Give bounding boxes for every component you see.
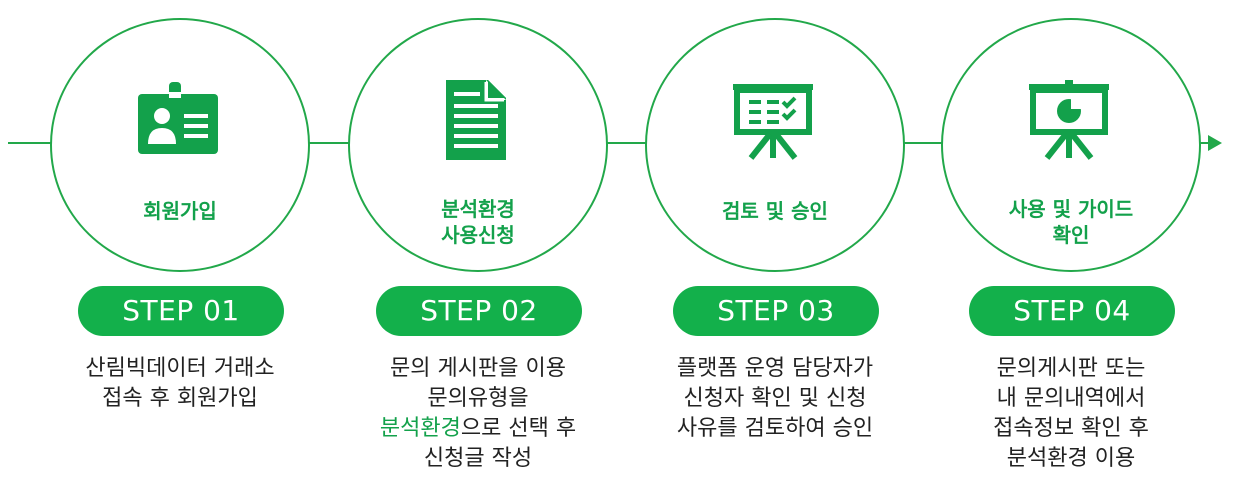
- step-2-desc-after: 으로 선택 후: [460, 416, 577, 441]
- step-1-desc-line-2: 접속 후 회원가입: [102, 386, 258, 411]
- presentation-checklist-icon: [733, 84, 813, 160]
- step-2-description: 문의 게시판을 이용 문의유형을 분석환경으로 선택 후 신청글 작성: [328, 354, 628, 474]
- step-2-pill: STEP 02: [376, 286, 582, 336]
- presentation-piechart-icon: [1029, 80, 1109, 160]
- step-1-pill: STEP 01: [78, 286, 284, 336]
- step-1-description: 산림빅데이터 거래소 접속 후 회원가입: [30, 354, 330, 414]
- timeline-line: [8, 142, 1213, 144]
- step-3-description: 플랫폼 운영 담당자가 신청자 확인 및 신청 사유를 검토하여 승인: [625, 354, 925, 444]
- step-3-desc-line-2: 신청자 확인 및 신청: [683, 386, 867, 411]
- timeline-arrow-head: [1208, 135, 1222, 151]
- step-2-desc-line-3: 분석환경으로 선택 후: [328, 414, 628, 444]
- step-3-desc-line-3: 사유를 검토하여 승인: [676, 416, 874, 441]
- document-icon: [446, 80, 506, 160]
- step-4-desc-line-3: 접속정보 확인 후: [993, 416, 1149, 441]
- id-card-icon: [138, 82, 218, 154]
- step-4-description: 문의게시판 또는 내 문의내역에서 접속정보 확인 후 분석환경 이용: [921, 354, 1221, 474]
- step-2-desc-line-1: 문의 게시판을 이용: [390, 356, 566, 381]
- step-2-desc-line-2: 문의유형을: [427, 386, 529, 411]
- step-4-desc-line-1: 문의게시판 또는: [996, 356, 1146, 381]
- step-4-pill: STEP 04: [969, 286, 1175, 336]
- step-3-pill: STEP 03: [673, 286, 879, 336]
- step-2-desc-highlight: 분석환경: [379, 416, 461, 441]
- step-1-desc-line-1: 산림빅데이터 거래소: [85, 356, 275, 381]
- step-4-desc-line-2: 내 문의내역에서: [996, 386, 1146, 411]
- step-2-desc-line-4: 신청글 작성: [423, 446, 533, 471]
- step-3-desc-line-1: 플랫폼 운영 담당자가: [676, 356, 874, 381]
- step-3-title: 검토 및 승인: [722, 199, 828, 223]
- step-4-desc-line-4: 분석환경 이용: [1006, 446, 1136, 471]
- step-4-title: 사용 및 가이드 확인: [1008, 197, 1134, 247]
- step-1-title: 회원가입: [143, 199, 217, 223]
- step-2-title: 분석환경 사용신청: [441, 197, 515, 247]
